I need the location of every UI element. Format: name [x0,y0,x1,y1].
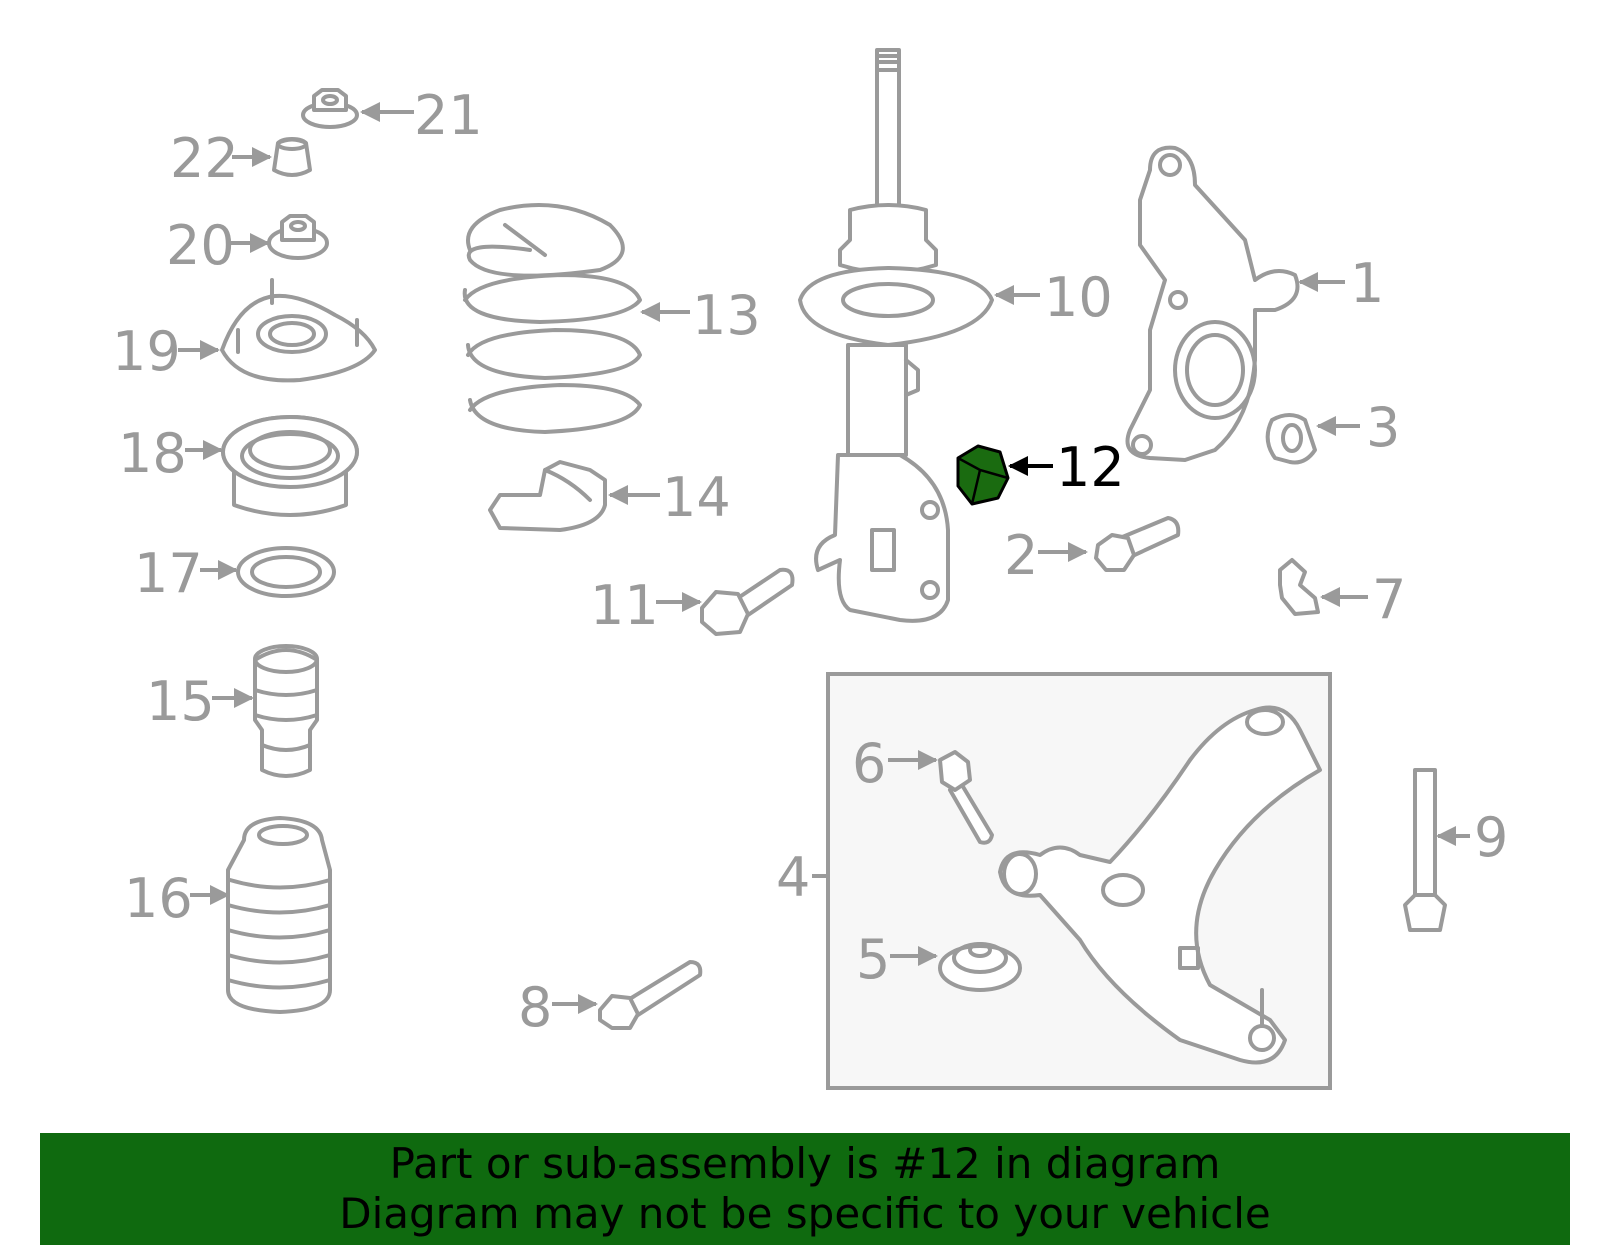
part-9-long-bolt[interactable] [1403,768,1447,932]
part-14-spring-insulator[interactable] [488,460,607,532]
callout-7[interactable]: 7 [1372,568,1406,631]
part-21-flange-nut[interactable] [301,88,359,129]
callout-11[interactable]: 11 [590,574,659,637]
diagram-canvas: 21 22 20 19 18 17 15 16 13 14 10 12 1 3 … [112,48,1508,1090]
part-15-bump-stop[interactable] [253,644,319,778]
info-banner: Part or sub-assembly is #12 in diagram D… [40,1133,1570,1245]
part-20-nut[interactable] [267,214,329,260]
part-17-bearing[interactable] [236,546,336,598]
callout-18[interactable]: 18 [118,422,187,485]
part-13-coil-spring[interactable] [462,203,642,434]
callout-15[interactable]: 15 [146,670,215,733]
callout-1[interactable]: 1 [1350,252,1384,315]
callout-17[interactable]: 17 [134,542,203,605]
callout-5[interactable]: 5 [856,928,890,991]
callout-3[interactable]: 3 [1366,396,1400,459]
part-7-clip[interactable] [1278,558,1320,616]
callout-16[interactable]: 16 [124,867,193,930]
callout-4[interactable]: 4 [776,846,810,909]
callout-19[interactable]: 19 [112,320,181,383]
part-18-spring-seat[interactable] [221,415,359,517]
callout-20[interactable]: 20 [166,214,235,277]
part-10-strut[interactable] [798,48,994,623]
part-19-strut-mount[interactable] [220,278,377,383]
part-8-bolt[interactable] [598,960,703,1030]
callout-6[interactable]: 6 [852,732,886,795]
callout-12[interactable]: 12 [1056,436,1125,499]
part-16-dust-boot[interactable] [226,816,332,1014]
callout-8[interactable]: 8 [518,976,552,1039]
part-1-steering-knuckle[interactable] [1125,145,1300,462]
part-3-flange-nut[interactable] [1265,413,1317,465]
callout-2[interactable]: 2 [1004,524,1038,587]
callout-13[interactable]: 13 [692,284,761,347]
callout-14[interactable]: 14 [662,466,731,529]
part-6-bolt[interactable] [938,750,994,845]
banner-line-1: Part or sub-assembly is #12 in diagram [389,1139,1221,1188]
callout-21[interactable]: 21 [414,84,483,147]
banner-line-2: Diagram may not be specific to your vehi… [339,1189,1271,1238]
part-12-highlighted-nut[interactable] [956,444,1010,506]
part-2-bolt[interactable] [1094,516,1181,572]
part-4-lower-control-arm[interactable] [998,705,1322,1065]
callout-9[interactable]: 9 [1474,806,1508,869]
part-5-bushing[interactable] [938,942,1022,992]
part-22-cap[interactable] [272,137,312,177]
callout-22[interactable]: 22 [170,127,239,190]
callout-10[interactable]: 10 [1044,266,1113,329]
part-11-bolt[interactable] [700,567,795,636]
